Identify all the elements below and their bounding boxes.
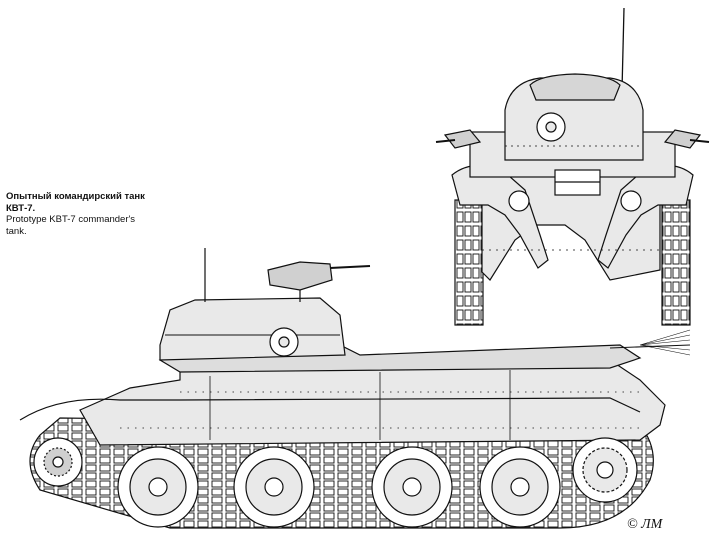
front-headlight-right — [620, 190, 642, 212]
front-track-right — [661, 199, 691, 326]
artist-signature: © ЛМ — [627, 517, 662, 533]
side-fender — [19, 397, 641, 421]
caption-title-en: Prototype KBT-7 commander's tank. — [6, 214, 136, 237]
side-hull — [79, 359, 666, 446]
front-view — [435, 7, 710, 326]
side-turret — [159, 297, 346, 361]
signature-text: ЛМ — [641, 517, 663, 532]
caption-title-ru: Опытный командирский танк КВТ-7. — [6, 191, 145, 214]
front-turret-roof — [529, 73, 621, 101]
side-antenna-array — [639, 329, 691, 356]
front-track-left — [454, 199, 484, 326]
front-antenna — [621, 7, 625, 91]
side-turret-mg — [267, 261, 333, 291]
front-headlight-left — [508, 190, 530, 212]
front-mg-right — [663, 129, 702, 149]
front-mg-left — [443, 129, 482, 149]
side-view — [19, 248, 691, 529]
figure-caption: Опытный командирский танк КВТ-7. Prototy… — [6, 191, 156, 237]
copyright-symbol: © — [627, 517, 638, 532]
